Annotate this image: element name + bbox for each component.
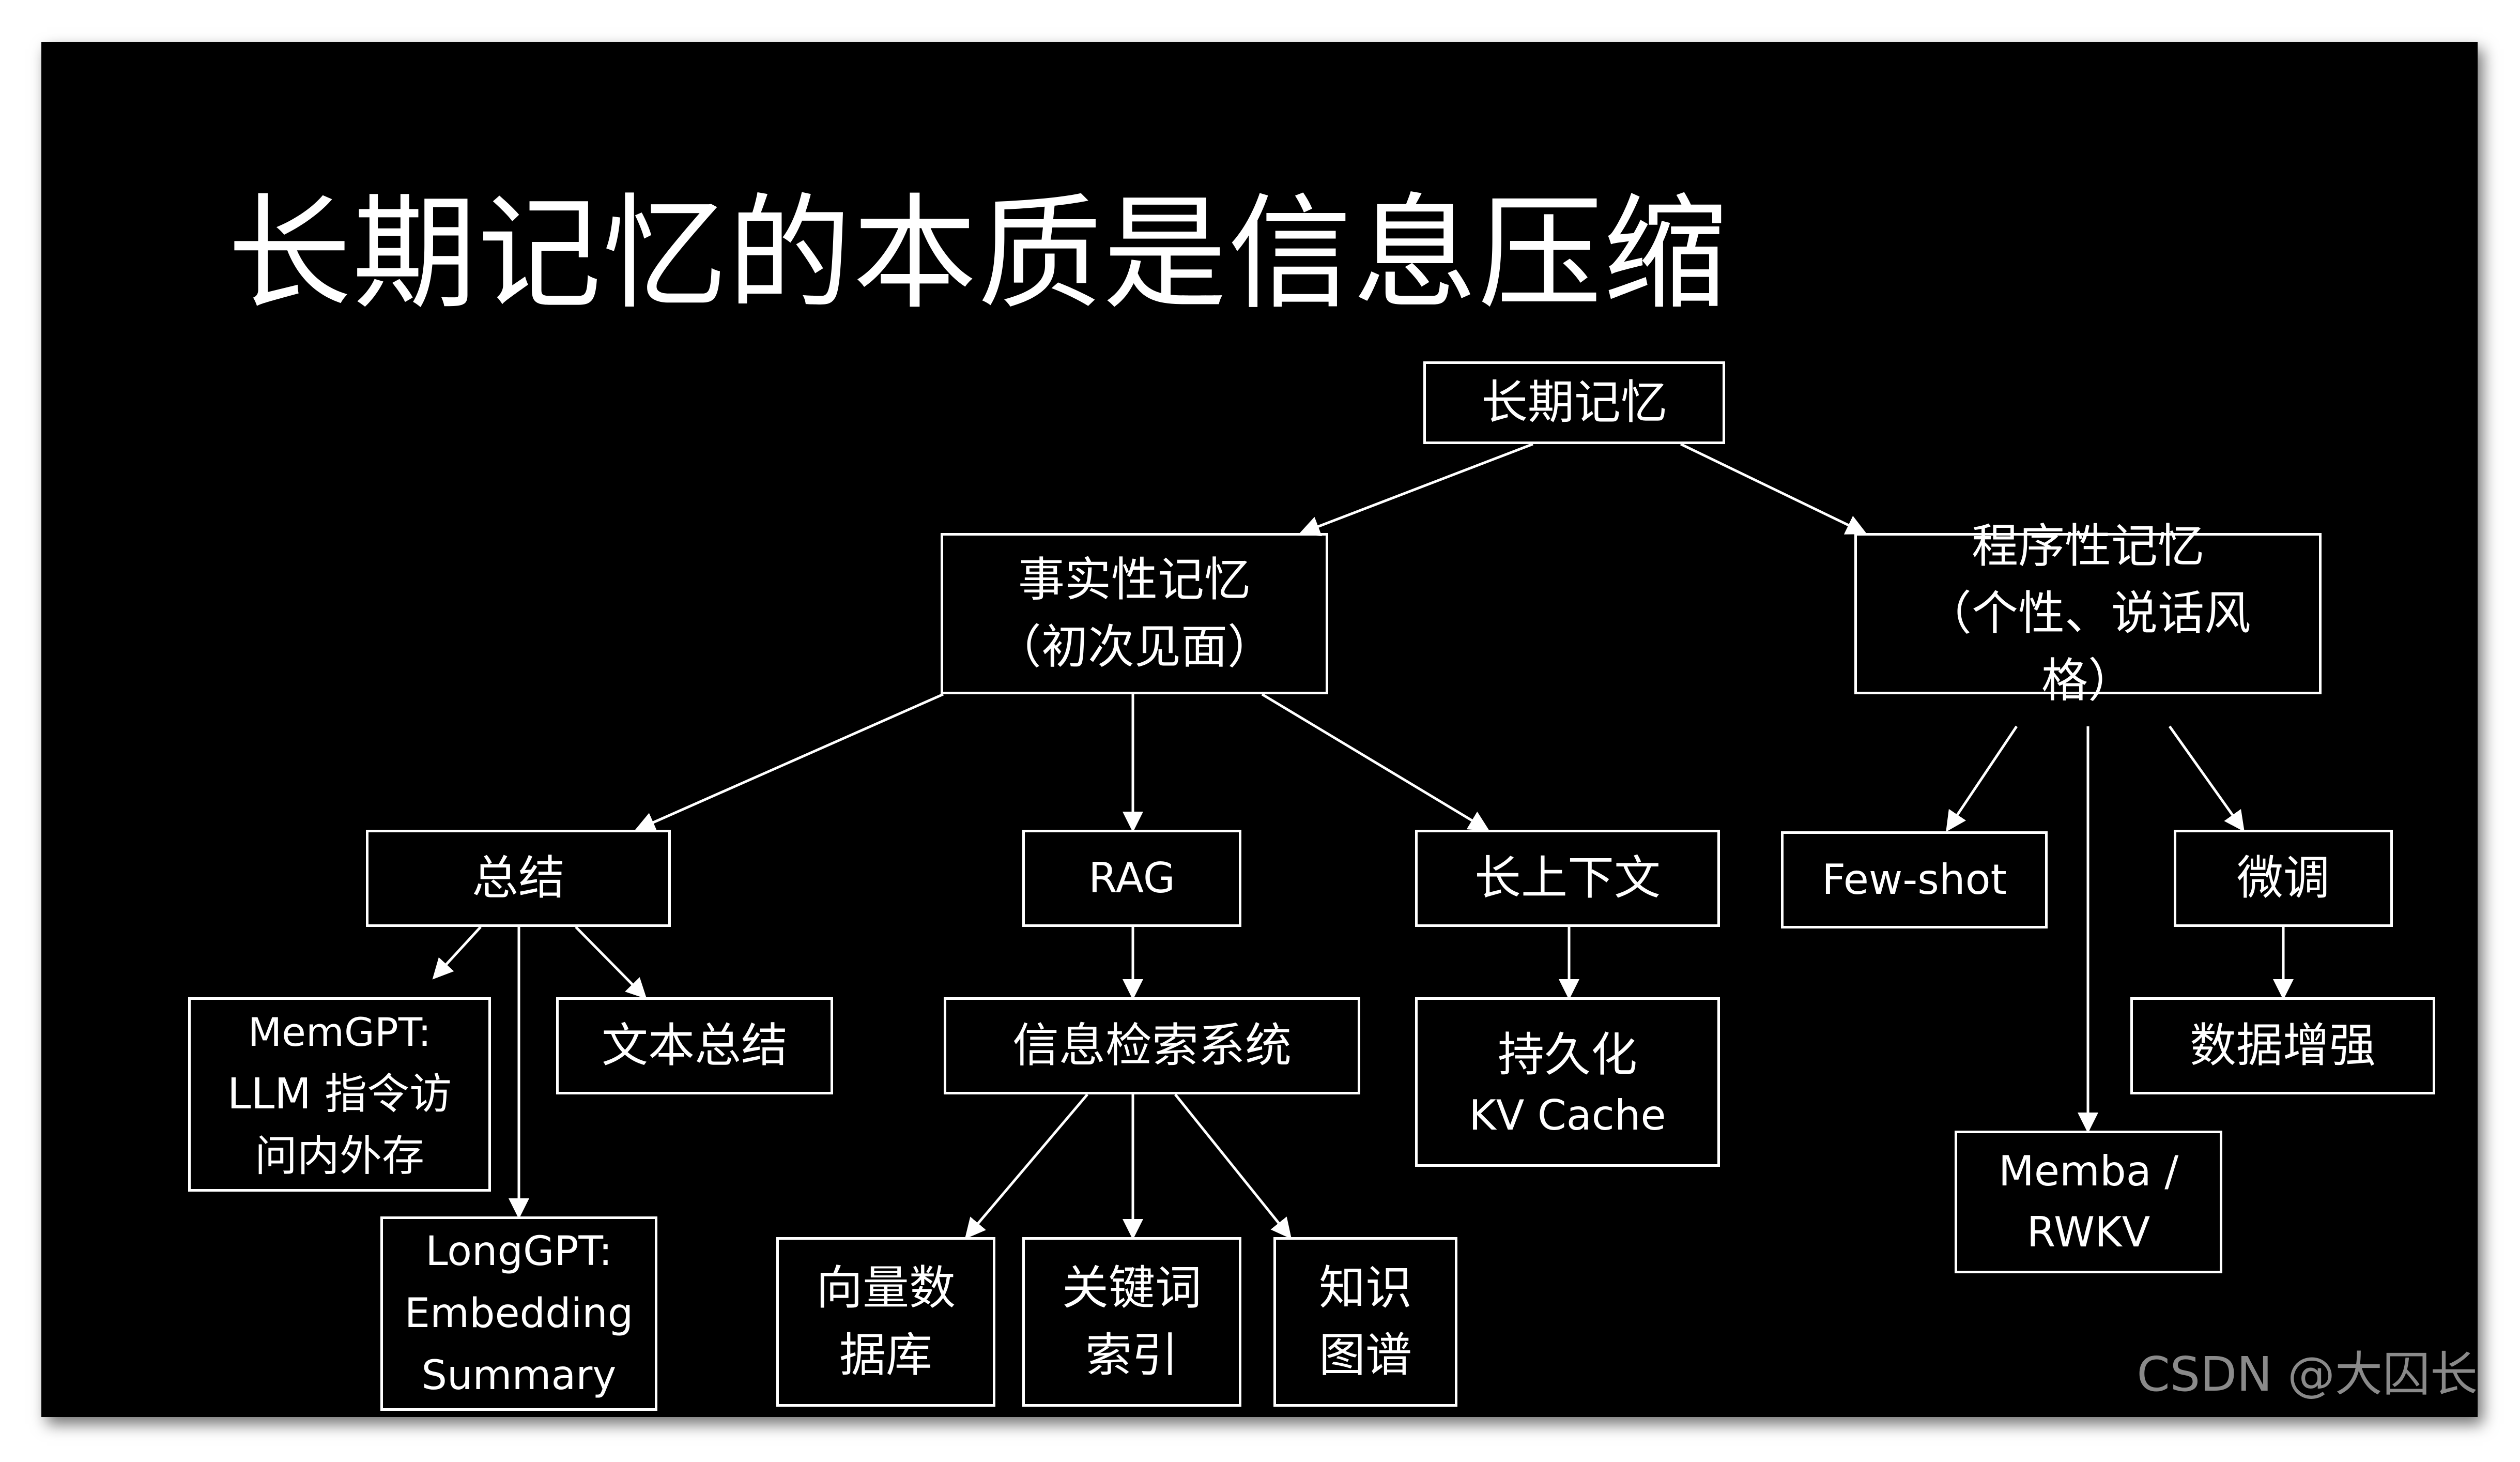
node-label: （初次见面） bbox=[995, 620, 1274, 674]
node-memba-rwkv: Memba / RWKV bbox=[1955, 1131, 2222, 1273]
node-memgpt: MemGPT: LLM 指令访 问内外存 bbox=[188, 997, 491, 1192]
node-label: 程序性记忆 bbox=[1972, 519, 2204, 573]
node-data-augmentation: 数据增强 bbox=[2130, 997, 2435, 1094]
node-fine-tuning: 微调 bbox=[2174, 830, 2393, 927]
node-label: LongGPT: bbox=[425, 1228, 612, 1275]
edge-factual-longctx bbox=[1261, 693, 1490, 831]
edge-root-procedural bbox=[1680, 443, 1867, 535]
node-procedural-memory: 程序性记忆 （个性、说话风 格） bbox=[1854, 519, 2322, 708]
node-persistent-kv-cache: 持久化 KV Cache bbox=[1415, 997, 1720, 1167]
node-label: 据库 bbox=[839, 1328, 932, 1382]
node-label: 微调 bbox=[2237, 851, 2330, 905]
edge-ir-kg bbox=[1174, 1093, 1292, 1239]
node-label: 长期记忆 bbox=[1481, 375, 1667, 430]
node-longgpt: LongGPT: Embedding Summary bbox=[380, 1216, 657, 1411]
node-label: 关键词 bbox=[1062, 1261, 1202, 1315]
edge-root-factual bbox=[1299, 443, 1533, 537]
slide-title: 长期记忆的本质是信息压缩 bbox=[227, 181, 1729, 326]
node-label: 文本总结 bbox=[602, 1018, 788, 1073]
node-label: 向量数 bbox=[816, 1261, 956, 1315]
connector-layer bbox=[432, 443, 2294, 1240]
node-label: RAG bbox=[1088, 854, 1175, 902]
node-label: 持久化 bbox=[1498, 1028, 1637, 1082]
node-vector-database: 向量数 据库 bbox=[776, 1237, 995, 1407]
node-label: LLM 指令访 bbox=[227, 1070, 452, 1119]
node-factual-memory: 事实性记忆 （初次见面） bbox=[941, 533, 1328, 694]
node-label: Summary bbox=[421, 1352, 617, 1399]
node-label: MemGPT: bbox=[248, 1009, 432, 1055]
node-rag: RAG bbox=[1022, 830, 1241, 927]
node-text-summary: 文本总结 bbox=[556, 997, 833, 1094]
edge-summary-textsum bbox=[575, 926, 647, 999]
node-label: 长上下文 bbox=[1474, 851, 1661, 905]
node-few-shot: Few-shot bbox=[1781, 831, 2048, 928]
node-label: 问内外存 bbox=[254, 1132, 424, 1181]
node-information-retrieval: 信息检索系统 bbox=[944, 997, 1360, 1094]
node-label: Embedding bbox=[404, 1290, 634, 1337]
node-label: 图谱 bbox=[1319, 1328, 1412, 1382]
node-label: 信息检索系统 bbox=[1012, 1018, 1292, 1073]
node-label: Memba / bbox=[1998, 1147, 2179, 1195]
edge-ir-vectordb bbox=[964, 1093, 1088, 1239]
node-label: RWKV bbox=[2026, 1208, 2150, 1256]
node-label: 总结 bbox=[472, 851, 565, 905]
node-summary: 总结 bbox=[366, 830, 671, 927]
edge-factual-summary bbox=[634, 693, 944, 832]
edge-summary-memgpt bbox=[432, 926, 482, 980]
node-label: 索引 bbox=[1085, 1328, 1178, 1382]
node-label: Few-shot bbox=[1822, 856, 2007, 904]
csdn-watermark: CSDN @大囚长 bbox=[2137, 1347, 2478, 1402]
node-label: （个性、说话风 bbox=[1925, 586, 2251, 641]
node-label: 数据增强 bbox=[2190, 1018, 2376, 1073]
node-label: 事实性记忆 bbox=[1018, 553, 1251, 607]
edge-procedural-finetune bbox=[2168, 725, 2245, 832]
node-label: KV Cache bbox=[1469, 1091, 1666, 1139]
node-knowledge-graph: 知识 图谱 bbox=[1273, 1237, 1457, 1407]
node-long-term-memory: 长期记忆 bbox=[1423, 361, 1725, 444]
node-label: 格） bbox=[2041, 653, 2134, 708]
slide: 长期记忆的本质是信息压缩 长期记忆 事实性记忆 （初次见面） 程序性记忆 （个性… bbox=[41, 42, 2478, 1417]
node-long-context: 长上下文 bbox=[1415, 830, 1720, 927]
node-keyword-index: 关键词 索引 bbox=[1022, 1237, 1241, 1407]
node-label: 知识 bbox=[1319, 1261, 1412, 1315]
edge-procedural-fewshot bbox=[1946, 725, 2018, 832]
